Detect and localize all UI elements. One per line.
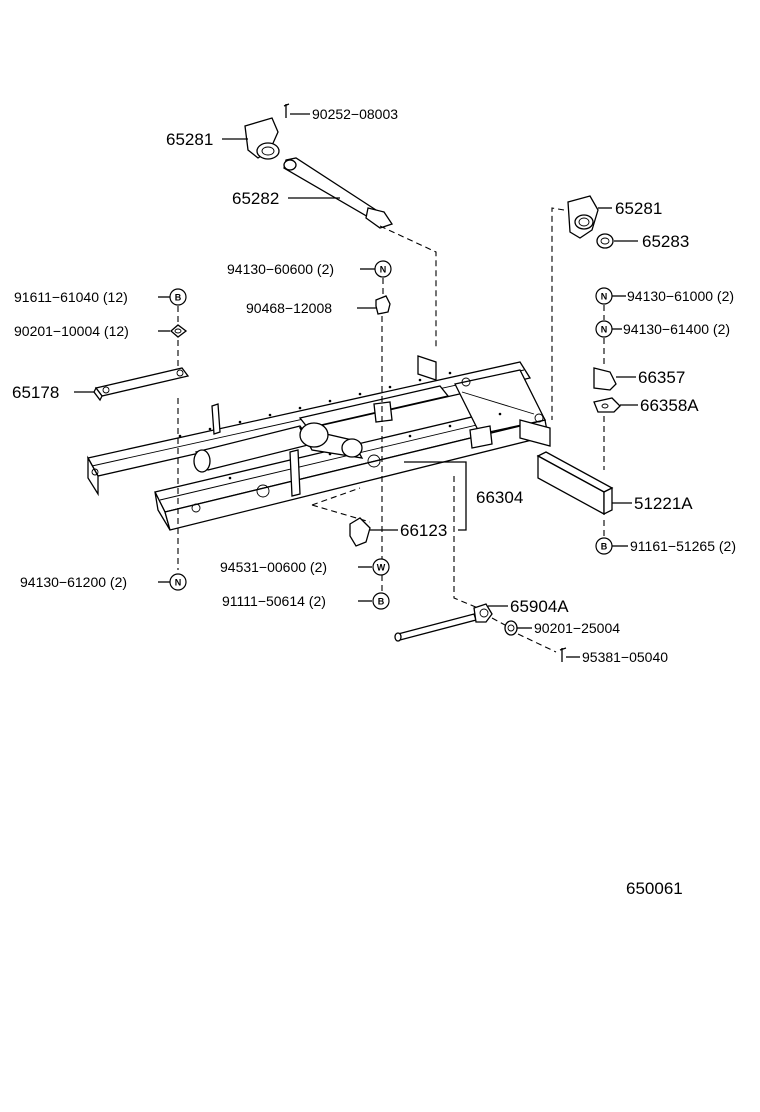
symbol-letters: N B N N N B W B <box>175 265 608 607</box>
center-dash-line <box>381 278 384 592</box>
label-94130-61000: 94130−61000 (2) <box>627 288 734 304</box>
label-90468-12008: 90468−12008 <box>246 300 332 316</box>
label-65282: 65282 <box>232 189 279 208</box>
figure-code: 650061 <box>626 879 683 898</box>
clip-90468-12008 <box>357 295 391 315</box>
handle-65282 <box>283 157 437 350</box>
label-91111-50614: 91111−50614 (2) <box>222 593 326 609</box>
label-66123: 66123 <box>400 521 447 540</box>
symbol-n-94130-61400: N <box>601 325 608 335</box>
label-91611-61040: 91611−61040 (12) <box>14 289 128 305</box>
label-94130-60600: 94130−60600 (2) <box>227 261 334 277</box>
washer-65283 <box>596 233 638 249</box>
label-94531-00600: 94531−00600 (2) <box>220 559 327 575</box>
symbol-b-91161-51265: B <box>601 542 608 552</box>
pin-95381-05040 <box>517 633 580 662</box>
label-90252-08003: 90252−08003 <box>312 106 398 122</box>
nut-94130-61200 <box>158 573 187 591</box>
symbol-b-91611-61040: B <box>175 293 182 303</box>
plug-66123 <box>349 517 398 547</box>
label-66357: 66357 <box>638 368 685 387</box>
nut-94130-61000 <box>595 287 626 305</box>
bracket-65281-right <box>551 195 612 420</box>
nut-94130-61400 <box>595 320 622 338</box>
washer-90201-25004 <box>491 617 532 636</box>
channel-51221A <box>536 451 632 516</box>
part-labels: 65281 90252−08003 65282 65281 65283 9413… <box>12 106 736 898</box>
frame-assembly <box>87 355 551 531</box>
bracket-66357 <box>593 367 636 391</box>
label-94130-61400: 94130−61400 (2) <box>623 321 730 337</box>
label-65281-left: 65281 <box>166 130 213 149</box>
pin-90252-08003 <box>283 103 310 118</box>
symbol-w-94531-00600: W <box>377 563 386 573</box>
label-94130-61200: 94130−61200 (2) <box>20 574 127 590</box>
label-65281-right: 65281 <box>615 199 662 218</box>
bracket-65281-left <box>222 117 280 160</box>
symbol-b-91111-50614: B <box>378 597 385 607</box>
washer-94531-00600 <box>358 558 390 576</box>
symbol-n-94130-61000: N <box>601 292 608 302</box>
label-65904A: 65904A <box>510 597 569 616</box>
bracket-66358A <box>593 397 638 413</box>
label-91161-51265: 91161−51265 (2) <box>630 538 736 554</box>
bolt-91111-50614 <box>358 592 390 610</box>
rod-65904A <box>394 476 508 642</box>
plate-65178 <box>74 367 190 402</box>
bolt-91161-51265 <box>595 537 628 555</box>
symbol-n-94130-60600: N <box>380 265 387 275</box>
label-66358A: 66358A <box>640 396 699 415</box>
leader-66304 <box>404 461 467 531</box>
label-65283: 65283 <box>642 232 689 251</box>
label-95381-05040: 95381−05040 <box>582 649 668 665</box>
nut-94130-60600 <box>360 260 392 278</box>
symbol-n-94130-61200: N <box>175 578 182 588</box>
label-51221A: 51221A <box>634 494 693 513</box>
bolt-91611-61040 <box>158 288 187 306</box>
label-65178: 65178 <box>12 383 59 402</box>
label-90201-10004: 90201−10004 (12) <box>14 323 129 339</box>
label-90201-25004: 90201−25004 <box>534 620 620 636</box>
label-66304: 66304 <box>476 488 523 507</box>
washer-90201-10004 <box>158 324 188 338</box>
